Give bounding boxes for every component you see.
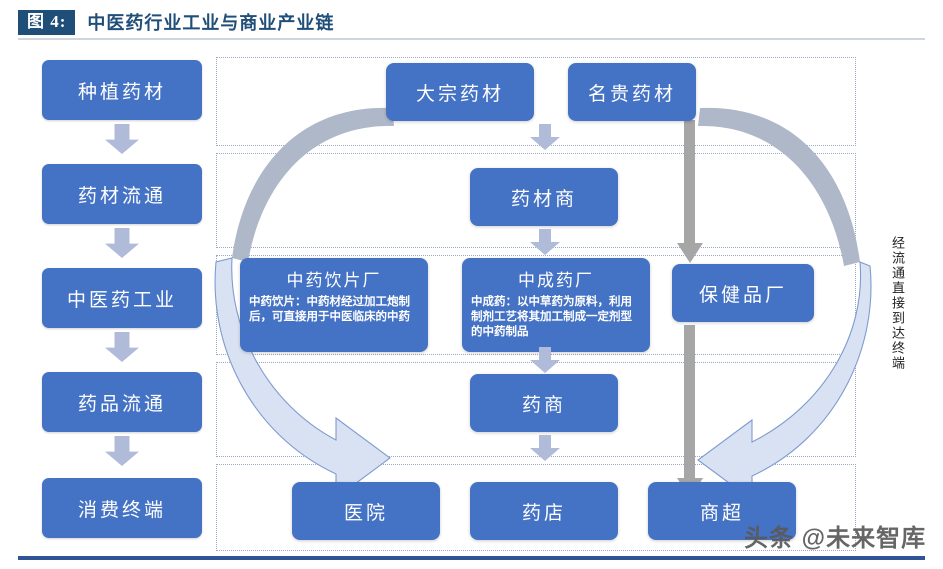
node-patent-medicine-factory[interactable]: 中成药厂 中成药：以中草药为原料，利用制剂工艺将其加工制成一定剂型的中药制品 [462,258,650,352]
watermark: 头条 @未来智库 [744,525,927,552]
node-health-product-factory[interactable]: 保健品厂 [672,264,814,322]
row-container-planting [216,57,856,146]
stage-arrow-1 [105,124,139,154]
stage-label: 药品流通 [77,393,166,415]
node-label: 大宗药材 [415,83,504,105]
stage-box-drug-circulation[interactable]: 药品流通 [42,372,202,432]
node-label: 药材商 [510,188,577,210]
figure-number-badge: 图 4: [18,9,76,35]
stage-box-consumer[interactable]: 消费终端 [42,478,202,538]
node-decoction-factory[interactable]: 中药饮片厂 中药饮片：中药材经过加工炮制后，可直接用于中医临床的中药 [240,258,428,352]
node-label: 名贵药材 [587,83,676,105]
side-annotation-label: 经流通直接到达终端 [890,236,905,371]
stage-box-industry[interactable]: 中医药工业 [42,268,202,328]
stage-label: 中医药工业 [66,289,177,311]
stage-box-planting[interactable]: 种植药材 [42,60,202,120]
page-title: 中医药行业工业与商业产业链 [87,13,335,33]
node-label: 中药饮片厂 [286,271,382,290]
row-container-consumer [216,464,856,551]
grey-connector-health-to-supermarket [684,325,695,485]
grey-connector-rare-to-health [684,120,695,248]
node-label: 中成药厂 [518,271,594,290]
node-description: 中药饮片：中药材经过加工炮制后，可直接用于中医临床的中药 [249,296,410,323]
node-hospital[interactable]: 医院 [292,482,440,540]
stage-label: 种植药材 [77,81,166,103]
stage-arrow-2 [105,228,139,258]
header-divider [18,38,925,40]
stage-arrow-4 [105,436,139,466]
stage-label: 消费终端 [77,499,166,521]
node-herb-dealer[interactable]: 药材商 [470,168,618,226]
figure-header: 图 4: 中医药行业工业与商业产业链 [18,9,335,35]
node-supermarket[interactable]: 商超 [648,482,796,540]
node-label: 药店 [521,502,566,524]
node-description: 中成药：以中草药为原料，利用制剂工艺将其加工制成一定剂型的中药制品 [471,296,632,338]
node-bulk-herbs[interactable]: 大宗药材 [386,63,534,121]
node-label: 保健品厂 [698,284,787,306]
node-label: 医院 [343,502,388,524]
node-label: 商超 [699,502,744,524]
node-pharmacy[interactable]: 药店 [470,482,618,540]
footer-divider [18,556,925,560]
stage-box-herb-circulation[interactable]: 药材流通 [42,164,202,224]
node-label: 药商 [521,394,566,416]
stage-arrow-3 [105,332,139,362]
stage-label: 药材流通 [77,185,166,207]
node-rare-herbs[interactable]: 名贵药材 [568,63,696,121]
node-drug-dealer[interactable]: 药商 [470,374,618,432]
